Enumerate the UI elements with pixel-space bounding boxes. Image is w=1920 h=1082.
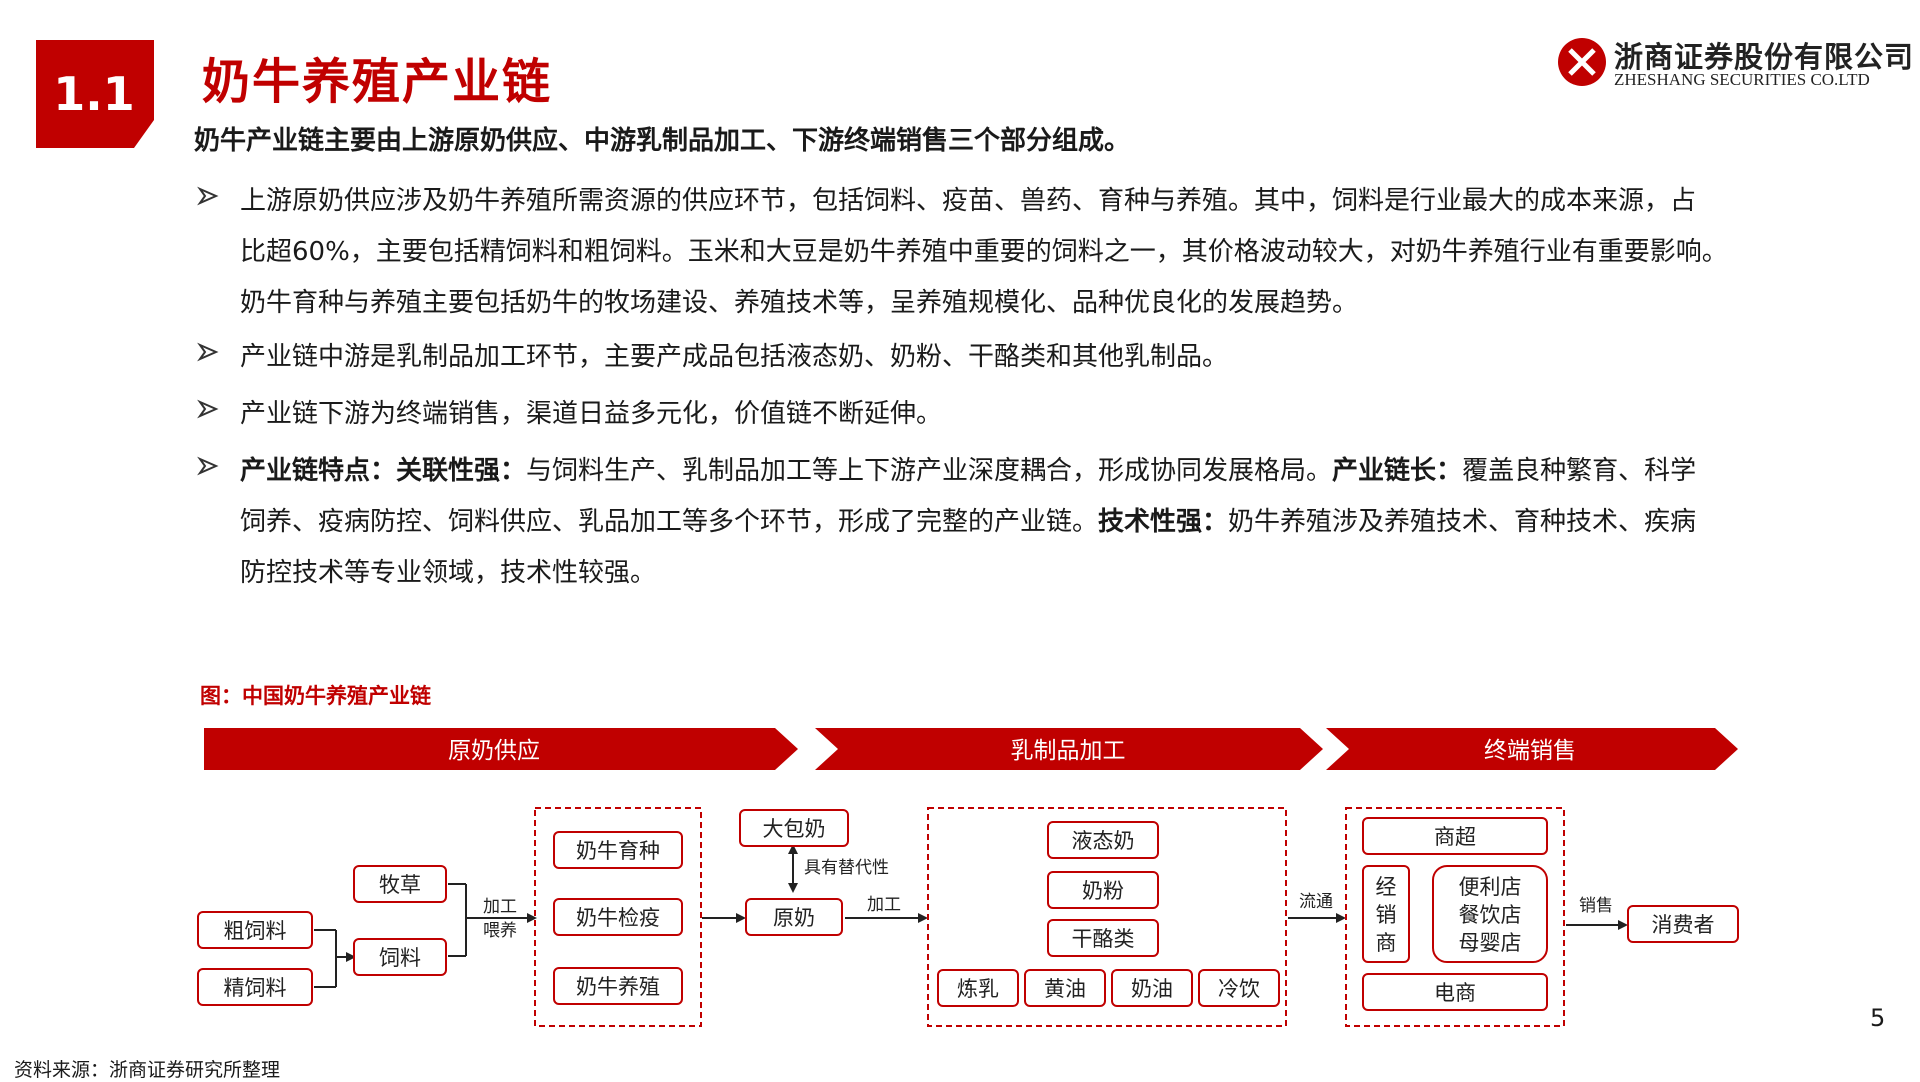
feature-label: 关联性强： bbox=[396, 456, 527, 486]
node-label: 奶油 bbox=[1131, 977, 1173, 1001]
edge-label-sales: 销售 bbox=[1579, 896, 1613, 916]
node-supermarket: 商超 bbox=[1362, 817, 1548, 855]
node-label: 奶牛育种 bbox=[576, 839, 660, 863]
node-fine-feed: 精饲料 bbox=[197, 968, 313, 1006]
node-coarse-feed: 粗饲料 bbox=[197, 911, 313, 949]
node-label: 经 bbox=[1376, 875, 1397, 899]
channels-group bbox=[1345, 807, 1565, 1027]
logo-name-en: ZHESHANG SECURITIES CO.LTD bbox=[1614, 70, 1870, 89]
bullet-text: 产业链中游是乳制品加工环节，主要产成品包括液态奶、奶粉、干酪类和其他乳制品。 bbox=[240, 332, 1840, 383]
node-cold-drinks: 冷饮 bbox=[1198, 969, 1280, 1007]
edge-label-process: 加工 bbox=[483, 897, 517, 917]
feature-text: 饲养、疫病防控、饲料供应、乳品加工等多个环节，形成了完整的产业链。 bbox=[240, 507, 1099, 537]
page-title: 奶牛养殖产业链 bbox=[202, 54, 553, 110]
source-note: 资料来源：浙商证券研究所整理 bbox=[14, 1059, 281, 1081]
bullet-line: 产业链特点：关联性强：与饲料生产、乳制品加工等上下游产业深度耦合，形成协同发展格… bbox=[240, 446, 1840, 497]
farming-group bbox=[534, 807, 702, 1027]
node-consumer: 消费者 bbox=[1627, 905, 1739, 943]
section-number: 1.1 bbox=[53, 67, 135, 121]
page-number: 5 bbox=[1870, 1004, 1886, 1032]
bullet-line: 防控技术等专业领域，技术性较强。 bbox=[240, 548, 1840, 599]
bullet-text: 产业链特点：关联性强：与饲料生产、乳制品加工等上下游产业深度耦合，形成协同发展格… bbox=[240, 446, 1840, 599]
node-retail-stores: 便利店 餐饮店 母婴店 bbox=[1432, 865, 1548, 963]
connectors bbox=[314, 844, 1628, 988]
stage-label: 终端销售 bbox=[1484, 738, 1576, 764]
node-label: 炼乳 bbox=[957, 977, 999, 1001]
feature-label: 产业链长： bbox=[1332, 456, 1463, 486]
edge-label-circulation: 流通 bbox=[1299, 892, 1333, 912]
node-label: 便利店 bbox=[1459, 875, 1522, 899]
node-label: 奶牛养殖 bbox=[576, 975, 660, 999]
stage-banner-supply: 原奶供应 bbox=[204, 728, 798, 770]
node-distributor: 经 销 商 bbox=[1362, 865, 1410, 963]
stage-label: 乳制品加工 bbox=[1011, 738, 1126, 764]
bullet-line: 奶牛育种与养殖主要包括奶牛的牧场建设、养殖技术等，呈养殖规模化、品种优良化的发展… bbox=[240, 288, 1359, 318]
feature-text: 与饲料生产、乳制品加工等上下游产业深度耦合，形成协同发展格局。 bbox=[526, 456, 1333, 486]
section-number-badge: 1.1 bbox=[36, 40, 154, 148]
node-label: 餐饮店 bbox=[1459, 903, 1522, 927]
feature-text: 覆盖良种繁育、科学 bbox=[1462, 456, 1697, 486]
bullet-text: 产业链下游为终端销售，渠道日益多元化，价值链不断延伸。 bbox=[240, 389, 1840, 440]
node-label: 电商 bbox=[1434, 981, 1476, 1005]
node-label: 粗饲料 bbox=[224, 919, 287, 943]
feature-text: 奶牛养殖涉及养殖技术、育种技术、疾病 bbox=[1228, 507, 1697, 537]
node-liquid-milk: 液态奶 bbox=[1047, 821, 1159, 859]
bullet-line: 比超60%，主要包括精饲料和粗饲料。玉米和大豆是奶牛养殖中重要的饲料之一，其价格… bbox=[240, 237, 1728, 267]
figure-title: 图：中国奶牛养殖产业链 bbox=[200, 684, 431, 708]
arrow-right-bullet-icon bbox=[197, 399, 219, 419]
bullet-text: 上游原奶供应涉及奶牛养殖所需资源的供应环节，包括饲料、疫苗、兽药、育种与养殖。其… bbox=[240, 176, 1840, 329]
node-milk-powder: 奶粉 bbox=[1047, 871, 1159, 909]
arrow-right-bullet-icon bbox=[197, 456, 219, 476]
node-label: 母婴店 bbox=[1459, 931, 1522, 955]
bullet-line: 产业链中游是乳制品加工环节，主要产成品包括液态奶、奶粉、干酪类和其他乳制品。 bbox=[240, 342, 1229, 372]
node-label: 黄油 bbox=[1044, 977, 1086, 1001]
products-group bbox=[927, 807, 1287, 1027]
node-label: 奶牛检疫 bbox=[576, 906, 660, 930]
stage-banner-processing: 乳制品加工 bbox=[815, 728, 1323, 770]
node-label: 销 bbox=[1376, 903, 1397, 927]
node-label: 原奶 bbox=[773, 906, 815, 930]
arrow-right-bullet-icon bbox=[197, 342, 219, 362]
node-cow-quarantine: 奶牛检疫 bbox=[553, 898, 683, 936]
node-cream: 奶油 bbox=[1111, 969, 1193, 1007]
node-ecommerce: 电商 bbox=[1362, 973, 1548, 1011]
intro-text: 奶牛产业链主要由上游原奶供应、中游乳制品加工、下游终端销售三个部分组成。 bbox=[194, 126, 1131, 156]
stage-label: 原奶供应 bbox=[448, 738, 540, 764]
node-label: 干酪类 bbox=[1072, 927, 1135, 951]
bullet-line: 产业链下游为终端销售，渠道日益多元化，价值链不断延伸。 bbox=[240, 399, 943, 429]
features-heading: 产业链特点： bbox=[240, 456, 397, 486]
node-label: 冷饮 bbox=[1218, 977, 1260, 1001]
node-butter: 黄油 bbox=[1024, 969, 1106, 1007]
edge-label-substitute: 具有替代性 bbox=[804, 858, 889, 878]
feature-text: 防控技术等专业领域，技术性较强。 bbox=[240, 558, 657, 588]
edge-label-process: 加工 bbox=[867, 895, 901, 915]
bullet-line: 上游原奶供应涉及奶牛养殖所需资源的供应环节，包括饲料、疫苗、兽药、育种与养殖。其… bbox=[240, 186, 1697, 216]
node-bulk-milk: 大包奶 bbox=[739, 809, 849, 847]
logo-name-cn: 浙商证券股份有限公司 bbox=[1614, 40, 1915, 74]
node-label: 饲料 bbox=[379, 946, 421, 970]
node-label: 大包奶 bbox=[763, 817, 826, 841]
node-label: 液态奶 bbox=[1072, 829, 1135, 853]
node-cow-breeding: 奶牛育种 bbox=[553, 831, 683, 869]
node-feed: 饲料 bbox=[353, 938, 447, 976]
node-cow-farming: 奶牛养殖 bbox=[553, 967, 683, 1005]
stage-banner-sales: 终端销售 bbox=[1326, 728, 1738, 770]
node-cheese: 干酪类 bbox=[1047, 919, 1159, 957]
node-label: 商超 bbox=[1434, 825, 1476, 849]
node-label: 奶粉 bbox=[1082, 879, 1124, 903]
industry-chain-diagram: 原奶供应 乳制品加工 终端销售 加工 喂养 具有替代性 加工 流通 销售 粗饲料 bbox=[197, 728, 1739, 1027]
node-condensed-milk: 炼乳 bbox=[937, 969, 1019, 1007]
node-label: 商 bbox=[1376, 931, 1397, 955]
node-label: 牧草 bbox=[379, 873, 421, 897]
node-raw-milk: 原奶 bbox=[745, 898, 843, 936]
zheshang-logo-icon bbox=[1558, 38, 1606, 86]
arrow-right-bullet-icon bbox=[197, 186, 219, 206]
bullet-line: 饲养、疫病防控、饲料供应、乳品加工等多个环节，形成了完整的产业链。技术性强：奶牛… bbox=[240, 497, 1840, 548]
node-label: 精饲料 bbox=[224, 976, 287, 1000]
company-logo: 浙商证券股份有限公司 ZHESHANG SECURITIES CO.LTD bbox=[1556, 32, 1913, 92]
edge-label-raise: 喂养 bbox=[483, 921, 517, 941]
feature-label: 技术性强： bbox=[1098, 507, 1229, 537]
node-forage: 牧草 bbox=[353, 865, 447, 903]
node-label: 消费者 bbox=[1652, 913, 1715, 937]
